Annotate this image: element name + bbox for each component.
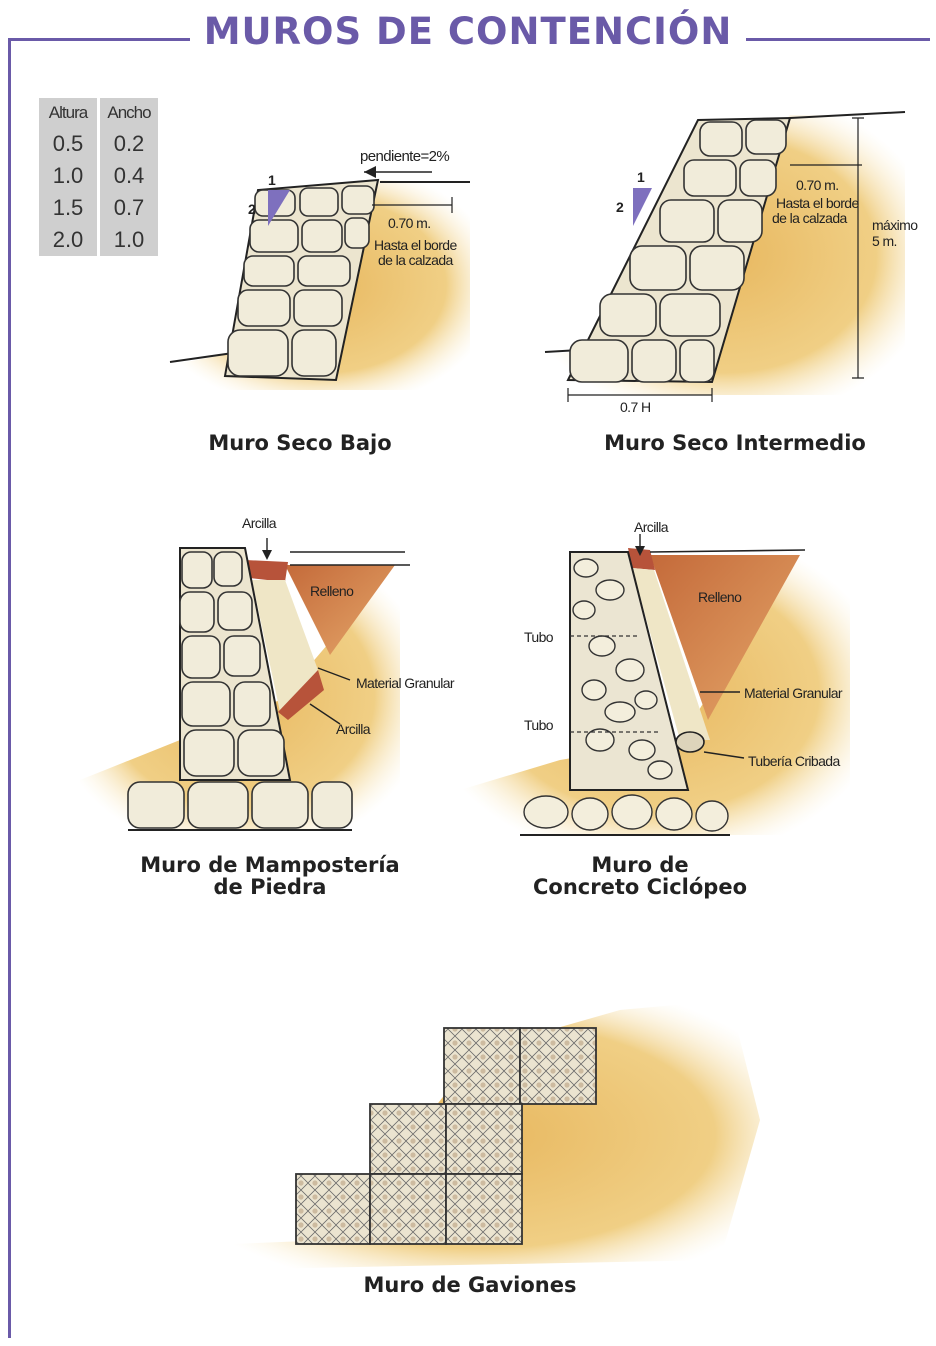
relleno-label: Relleno <box>310 584 353 598</box>
caption-line: Muro de <box>510 854 770 876</box>
caption-muro-mamposteria: Muro de Mampostería de Piedra <box>120 854 420 898</box>
caption-muro-seco-intermedio: Muro Seco Intermedio <box>590 432 880 454</box>
max-height-label: máximo <box>872 218 917 232</box>
distance-note: de la calzada <box>378 253 453 267</box>
muro-gaviones-drawing <box>200 1000 760 1270</box>
caption-muro-seco-bajo: Muro Seco Bajo <box>180 432 420 454</box>
distance-label: 0.70 m. <box>796 178 839 192</box>
arcilla-label: Arcilla <box>634 520 668 534</box>
tubo-label: Tubo <box>524 718 553 732</box>
distance-label: 0.70 m. <box>388 216 431 230</box>
distance-note: Hasta el borde <box>374 238 457 252</box>
caption-line: Muro de Mampostería <box>120 854 420 876</box>
tuberia-cribada-label: Tubería Cribada <box>748 754 840 768</box>
slope-horizontal-label: 2 <box>248 202 255 216</box>
max-height-value: 5 m. <box>872 234 897 248</box>
slope-vertical-label: 1 <box>637 170 644 184</box>
caption-muro-gaviones: Muro de Gaviones <box>320 1274 620 1296</box>
muro-seco-bajo-drawing <box>170 166 470 390</box>
arcilla-label: Arcilla <box>336 722 370 736</box>
distance-note: de la calzada <box>772 211 847 225</box>
muro-seco-intermedio-drawing <box>545 112 905 402</box>
tubo-label: Tubo <box>524 630 553 644</box>
caption-muro-ciclopeo: Muro de Concreto Ciclópeo <box>510 854 770 898</box>
arcilla-label: Arcilla <box>242 516 276 530</box>
pendiente-label: pendiente=2% <box>360 150 449 164</box>
slope-horizontal-label: 2 <box>616 200 623 214</box>
caption-line: Concreto Ciclópeo <box>510 876 770 898</box>
material-granular-label: Material Granular <box>356 676 454 690</box>
material-granular-label: Material Granular <box>744 686 842 700</box>
slope-vertical-label: 1 <box>268 173 275 187</box>
base-width-label: 0.7 H <box>620 400 650 414</box>
relleno-label: Relleno <box>698 590 741 604</box>
distance-note: Hasta el borde <box>776 196 859 210</box>
caption-line: de Piedra <box>120 876 420 898</box>
